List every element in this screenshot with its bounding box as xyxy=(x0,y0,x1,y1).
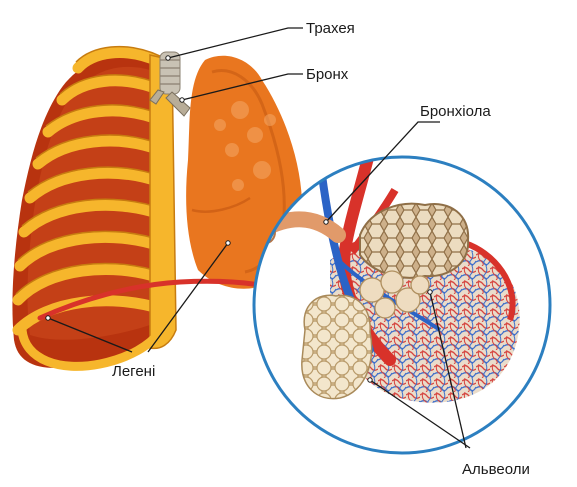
label-bronchus: Бронх xyxy=(306,66,349,83)
label-alveoli: Альвеоли xyxy=(462,461,530,478)
label-lungs: Легені xyxy=(112,363,155,380)
label-trachea: Трахея xyxy=(306,20,355,37)
left-lung-with-ribs xyxy=(12,47,176,368)
alveolar-cluster xyxy=(302,295,372,398)
alveolar-sac-section xyxy=(360,204,468,278)
label-bronchiole: Бронхіола xyxy=(420,103,491,120)
leader-trachea xyxy=(168,28,303,58)
